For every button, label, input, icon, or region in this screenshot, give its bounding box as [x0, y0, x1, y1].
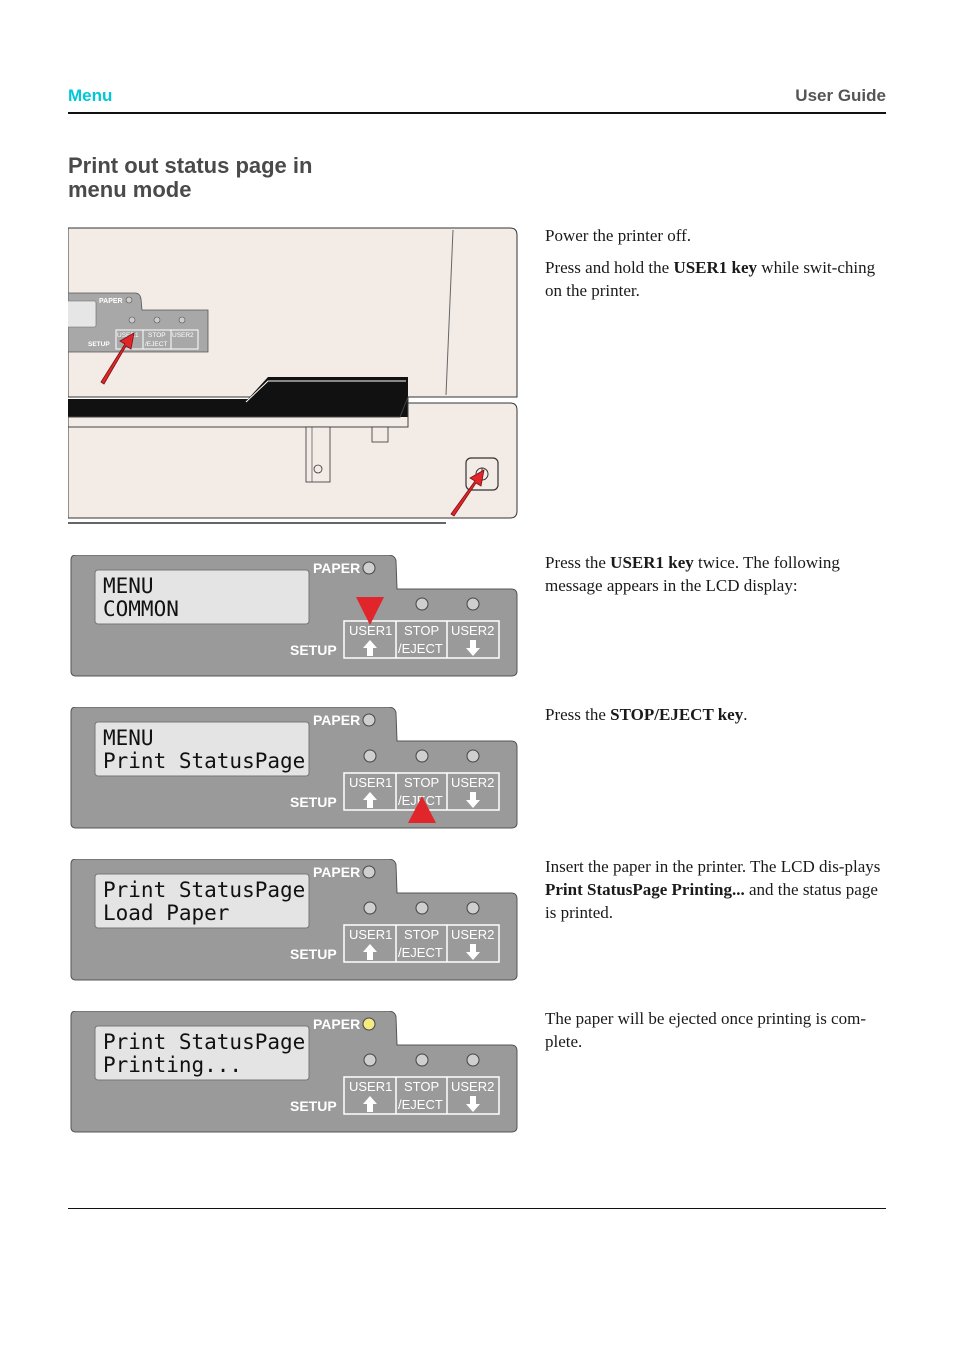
- down-arrow-icon: [466, 1096, 480, 1112]
- lcd-2-line-2: Print StatusPage: [103, 749, 306, 773]
- lcd-panel-2: PAPER USER1 STOP /EJECT USER2 SETUP: [70, 707, 518, 829]
- stop-label: STOP: [404, 775, 439, 790]
- lcd-2-line-1: MENU: [103, 726, 154, 750]
- down-arrow-icon: [466, 640, 480, 656]
- paper-led: [362, 561, 376, 575]
- paper-led: [362, 713, 376, 727]
- paper-label: PAPER: [313, 560, 360, 576]
- user2-label: USER2: [451, 623, 494, 638]
- lcd-1-line-2: COMMON: [103, 597, 179, 621]
- lcd-3-line-2: Load Paper: [103, 901, 230, 925]
- header-section-label: Menu: [68, 86, 113, 105]
- paper-label: PAPER: [313, 864, 360, 880]
- svg-text:USER1: USER1: [117, 332, 139, 339]
- lcd-panel-4: PAPER USER1 STOP /EJECT USER2 SETUP: [70, 1011, 518, 1133]
- svg-text:STOP: STOP: [148, 332, 166, 339]
- paper-led: [362, 865, 376, 879]
- section-title: Print out status page in menu mode: [68, 153, 313, 202]
- step1-paragraph-2: Press and hold the USER1 key while swit-…: [545, 258, 876, 300]
- svg-text:USER2: USER2: [172, 332, 194, 339]
- header-guide-label: User Guide: [795, 86, 886, 105]
- down-arrow-icon: [466, 792, 480, 808]
- step3-paragraph: Press the STOP/EJECT key.: [545, 705, 748, 724]
- down-arrow-icon: [466, 944, 480, 960]
- up-arrow-icon: [363, 792, 377, 808]
- svg-text:PAPER: PAPER: [99, 298, 123, 305]
- user1-label: USER1: [349, 927, 392, 942]
- user1-label: USER1: [349, 1079, 392, 1094]
- lcd-panel-1: PAPER USER1 STOP /EJECT USER2 SETUP: [70, 555, 518, 677]
- printer-illustration: PAPER USER1 STOP /EJECT USER2 SETUP: [68, 227, 518, 524]
- setup-label: SETUP: [290, 946, 337, 962]
- setup-label: SETUP: [290, 794, 337, 810]
- user1-label: USER1: [349, 623, 392, 638]
- stop-label: STOP: [404, 1079, 439, 1094]
- user1-label: USER1: [349, 775, 392, 790]
- user2-label: USER2: [451, 1079, 494, 1094]
- pointer-arrow-icon: [356, 597, 384, 625]
- stop-label: STOP: [404, 927, 439, 942]
- setup-label: SETUP: [290, 642, 337, 658]
- up-arrow-icon: [363, 1096, 377, 1112]
- lcd-4-line-2: Printing...: [103, 1053, 243, 1077]
- lcd-1-line-1: MENU: [103, 574, 154, 598]
- up-arrow-icon: [363, 640, 377, 656]
- eject-label: /EJECT: [398, 945, 443, 960]
- step4-paragraph: Insert the paper in the printer. The LCD…: [545, 857, 881, 922]
- svg-text:SETUP: SETUP: [88, 341, 110, 348]
- step1-paragraph-1: Power the printer off.: [545, 226, 692, 245]
- paper-led-on: [362, 1017, 376, 1031]
- svg-text:/EJECT: /EJECT: [145, 341, 167, 348]
- footer-rule: [68, 1208, 886, 1209]
- header-rule: [68, 112, 886, 114]
- eject-label: /EJECT: [398, 641, 443, 656]
- pointer-arrow-icon: [408, 796, 436, 823]
- up-arrow-icon: [363, 944, 377, 960]
- setup-label: SETUP: [290, 1098, 337, 1114]
- paper-label: PAPER: [313, 712, 360, 728]
- lcd-3-line-1: Print StatusPage: [103, 878, 306, 902]
- step2-paragraph: Press the USER1 key twice. The following…: [545, 553, 840, 595]
- user2-label: USER2: [451, 927, 494, 942]
- stop-label: STOP: [404, 623, 439, 638]
- lcd-panel-3: PAPER USER1 STOP /EJECT USER2 SETUP: [70, 859, 518, 981]
- lcd-4-line-1: Print StatusPage: [103, 1030, 306, 1054]
- step5-paragraph: The paper will be ejected once printing …: [545, 1009, 866, 1051]
- user2-label: USER2: [451, 775, 494, 790]
- paper-label: PAPER: [313, 1016, 360, 1032]
- eject-label: /EJECT: [398, 1097, 443, 1112]
